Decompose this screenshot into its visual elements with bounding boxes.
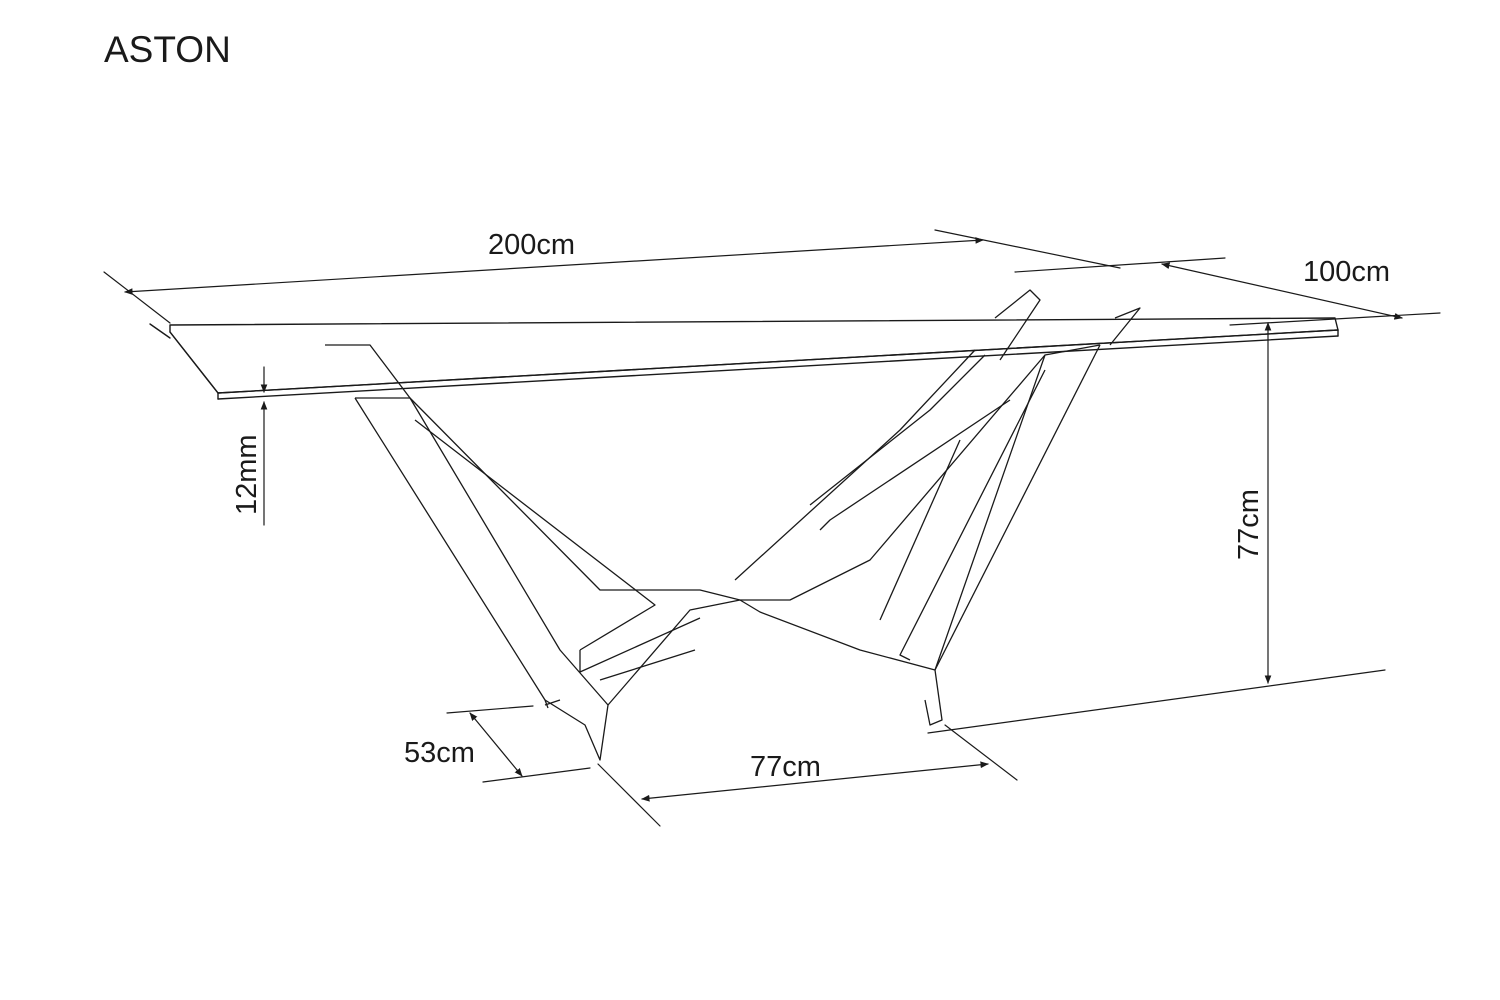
thickness-label: 12mm (231, 434, 263, 515)
product-title: ASTON (104, 29, 231, 70)
base-depth-dimension: 53cm (404, 705, 591, 783)
table-top (149, 317, 1339, 400)
base-depth-label: 53cm (404, 737, 475, 769)
height-dimension: 77cm (927, 322, 1386, 734)
base-length-label: 77cm (750, 751, 821, 783)
length-dimension: 200cm (103, 229, 1121, 324)
length-label: 200cm (488, 229, 575, 261)
base-length-dimension: 77cm (597, 724, 1018, 827)
thickness-dimension: 12mm (231, 366, 268, 526)
width-dimension: 100cm (1014, 256, 1441, 326)
table-base-frame (325, 289, 1141, 761)
width-label: 100cm (1303, 256, 1390, 288)
height-label: 77cm (1233, 489, 1265, 560)
